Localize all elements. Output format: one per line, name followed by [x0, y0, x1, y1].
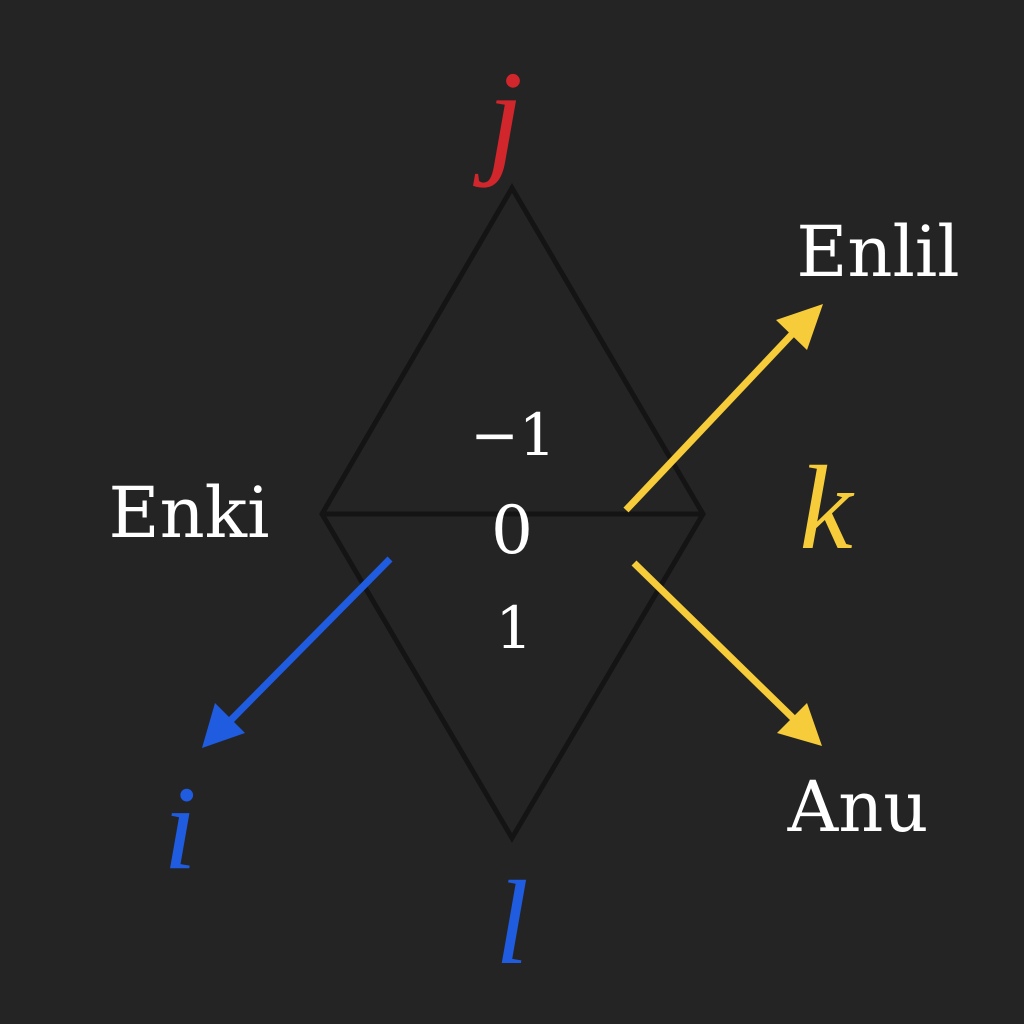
- value-one: 1: [496, 594, 533, 662]
- rhombus-shape: [319, 183, 706, 843]
- rhombus-outline: [319, 183, 706, 843]
- arrow-up-right-icon: [623, 304, 823, 513]
- label-anu: Anu: [787, 766, 929, 848]
- axis-label-l: l: [495, 856, 528, 989]
- label-enlil: Enlil: [796, 211, 959, 293]
- arrow-down-right-icon: [631, 560, 822, 746]
- axis-label-i: i: [163, 761, 196, 894]
- arrow-down-left-icon: [202, 556, 393, 748]
- value-zero: 0: [491, 492, 533, 569]
- axis-label-k: k: [799, 441, 855, 574]
- value-minus-one: −1: [470, 401, 556, 469]
- label-enki: Enki: [109, 472, 270, 554]
